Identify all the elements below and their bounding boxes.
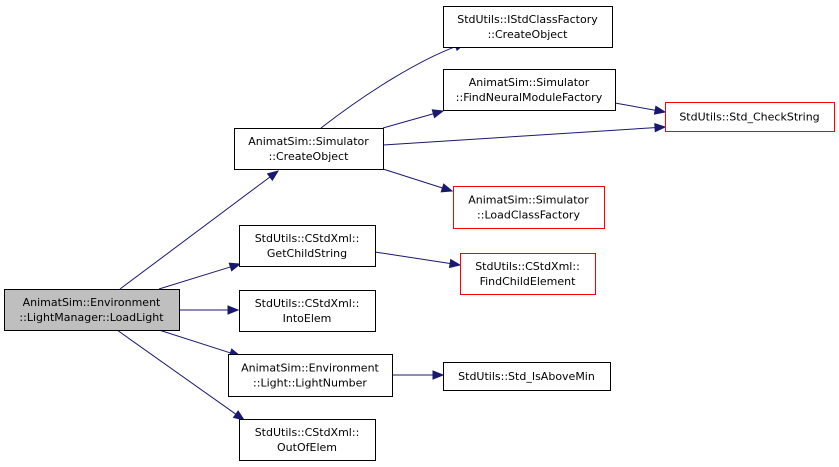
node-cstdxml-intoelem[interactable]: StdUtils::CStdXml::IntoElem [239,290,376,332]
edge-simulator-findneuralmodulefactory-to-std-checkstring [614,102,667,115]
node-label-line: AnimatSim::Simulator [248,135,369,148]
node-std-checkstring[interactable]: StdUtils::Std_CheckString [665,102,835,132]
node-box [665,102,835,132]
node-label-line: IntoElem [283,312,332,325]
edge-line [116,329,237,415]
edge-arrowhead [654,122,667,133]
node-box [239,290,376,332]
node-label-line: ::CreateObject [488,28,568,41]
node-label-line: StdUtils::Std_CheckString [679,111,819,124]
node-simulator-loadclassfactory[interactable]: AnimatSim::Simulator::LoadClassFactory [453,186,605,229]
edge-line [382,168,443,189]
node-label-line: StdUtils::IStdClassFactory [457,13,598,26]
node-label-line: StdUtils::CStdXml:: [255,426,360,439]
node-label-line: ::Light::LightNumber [253,377,367,390]
node-label-line: AnimatSim::Simulator [468,194,589,207]
node-label-line: FindChildElement [480,275,577,288]
node-label-line: AnimatSim::Environment [241,362,379,375]
edge-root-to-light-lightnumber [158,329,242,358]
edge-line [382,127,656,146]
nodes-layer: AnimatSim::Environment::LightManager::Lo… [4,6,835,461]
node-box [228,354,393,397]
node-label-line: ::LoadClassFactory [477,209,580,222]
node-simulator-findneuralmodulefactory[interactable]: AnimatSim::Simulator::FindNeuralModuleFa… [443,69,616,111]
node-label-line: ::FindNeuralModuleFactory [456,91,603,104]
edge-arrowhead [448,258,462,269]
edge-arrowhead [432,370,445,380]
node-label-line: AnimatSim::Environment [23,296,161,309]
node-cstdxml-outofelem[interactable]: StdUtils::CStdXml::OutOfElem [239,419,376,461]
node-label-line: StdUtils::CStdXml:: [255,232,360,245]
edge-root-to-cstdxml-intoelem [179,305,240,315]
node-std-isabovemin[interactable]: StdUtils::Std_IsAboveMin [443,362,611,391]
edge-arrowhead [232,410,246,421]
node-box [453,186,605,229]
node-root[interactable]: AnimatSim::Environment::LightManager::Lo… [4,289,180,331]
edge-root-to-cstdxml-getchildstring [158,262,242,290]
node-label-line: ::LightManager::LoadLight [19,311,164,324]
edge-light-lightnumber-to-std-isabovemin [392,370,445,380]
edge-cstdxml-getchildstring-to-cstdxml-findchildelement [374,251,462,269]
node-label-line: ::CreateObject [269,150,349,163]
node-box [4,289,180,331]
node-istdclassfactory-createobject[interactable]: StdUtils::IStdClassFactory::CreateObject [443,6,613,48]
node-box [239,225,376,267]
node-label-line: GetChildString [267,247,347,260]
node-box [239,419,376,461]
edge-line [614,102,656,111]
edge-arrowhead [227,305,240,315]
node-box [443,6,613,48]
edge-line [320,46,456,129]
edge-line [119,176,271,290]
edge-arrowhead [653,105,667,115]
edge-line [382,113,434,129]
node-label-line: StdUtils::Std_IsAboveMin [458,370,595,383]
edge-arrowhead [266,170,280,182]
edge-simulator-createobject-to-simulator-findneuralmodulefactory [382,109,445,129]
edge-line [158,266,231,290]
node-cstdxml-getchildstring[interactable]: StdUtils::CStdXml::GetChildString [239,225,376,267]
node-label-line: AnimatSim::Simulator [469,76,590,89]
node-cstdxml-findchildelement[interactable]: StdUtils::CStdXml::FindChildElement [460,253,596,295]
node-box [443,362,611,391]
node-label-line: StdUtils::CStdXml:: [255,297,360,310]
edge-simulator-createobject-to-simulator-loadclassfactory [382,168,454,193]
edge-arrowhead [431,109,445,119]
node-label-line: StdUtils::CStdXml:: [475,260,580,273]
edge-arrowhead [228,262,242,272]
edge-line [374,251,451,264]
edge-root-to-cstdxml-outofelem [116,329,246,421]
node-simulator-createobject[interactable]: AnimatSim::Simulator::CreateObject [234,128,384,170]
node-label-line: OutOfElem [277,441,337,454]
edge-arrowhead [440,183,454,193]
node-box [234,128,384,170]
node-light-lightnumber[interactable]: AnimatSim::Environment::Light::LightNumb… [228,354,393,397]
edge-line [158,329,231,354]
node-box [460,253,596,295]
node-box [443,69,616,111]
edge-root-to-simulator-createobject [119,170,280,290]
edge-simulator-createobject-to-std-checkstring [382,122,667,146]
